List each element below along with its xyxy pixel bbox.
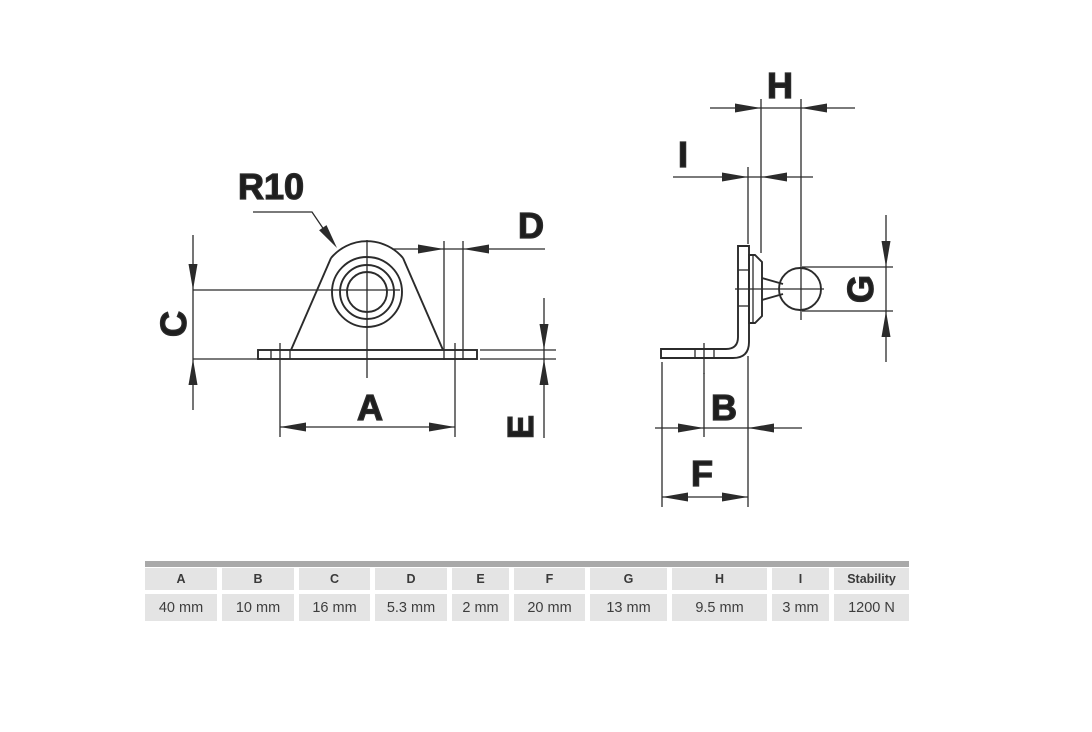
column-value: 16 mm bbox=[299, 594, 370, 621]
dimension-table: A 40 mm B 10 mm C 16 mm D 5.3 mm E 2 mm … bbox=[145, 561, 909, 621]
front-centerlines bbox=[193, 240, 400, 378]
arrowhead bbox=[722, 172, 748, 182]
column-header: Stability bbox=[834, 568, 909, 590]
table-columns: A 40 mm B 10 mm C 16 mm D 5.3 mm E 2 mm … bbox=[145, 568, 909, 621]
foot-hole-ticks bbox=[694, 343, 715, 374]
radius-label: R10 bbox=[238, 166, 304, 207]
radius-callout: R10 bbox=[237, 165, 337, 248]
table-column-h: H 9.5 mm bbox=[672, 568, 767, 621]
dimension-a: A bbox=[279, 343, 456, 437]
column-value: 10 mm bbox=[222, 594, 294, 621]
arrowhead bbox=[188, 359, 198, 385]
right-slant-edge bbox=[402, 257, 444, 351]
dim-label-e: E bbox=[500, 415, 541, 439]
table-column-e: E 2 mm bbox=[452, 568, 509, 621]
dimension-g: G bbox=[802, 215, 893, 362]
dimension-b: B bbox=[655, 356, 802, 507]
dim-label-f: F bbox=[691, 453, 713, 494]
column-value: 2 mm bbox=[452, 594, 509, 621]
dimension-i: I bbox=[673, 133, 813, 244]
arrowhead bbox=[429, 422, 455, 432]
column-header: D bbox=[375, 568, 447, 590]
dim-label-i: I bbox=[678, 134, 688, 175]
dim-label-b: B bbox=[711, 387, 737, 428]
dimension-f: F bbox=[662, 452, 748, 502]
column-value: 3 mm bbox=[772, 594, 829, 621]
column-header: G bbox=[590, 568, 667, 590]
arrowhead bbox=[463, 244, 489, 254]
column-value: 1200 N bbox=[834, 594, 909, 621]
column-value: 20 mm bbox=[514, 594, 585, 621]
front-view: C A D bbox=[152, 165, 556, 440]
plate-hole-lines bbox=[738, 269, 749, 307]
angle-bracket bbox=[660, 245, 750, 359]
arrowhead bbox=[761, 172, 787, 182]
table-column-c: C 16 mm bbox=[299, 568, 370, 621]
column-header: B bbox=[222, 568, 294, 590]
table-column-g: G 13 mm bbox=[590, 568, 667, 621]
table-column-b: B 10 mm bbox=[222, 568, 294, 621]
dim-label-h: H bbox=[767, 65, 793, 106]
dimension-c: C bbox=[152, 235, 262, 410]
flange bbox=[748, 254, 763, 324]
dimension-h: H bbox=[710, 64, 855, 253]
dim-label-d: D bbox=[518, 205, 544, 246]
dimension-e: E bbox=[480, 298, 556, 440]
table-column-a: A 40 mm bbox=[145, 568, 217, 621]
arrowhead bbox=[319, 225, 337, 248]
arrowhead bbox=[722, 492, 748, 502]
left-slant-edge bbox=[290, 257, 332, 351]
table-column-stability: Stability 1200 N bbox=[834, 568, 909, 621]
arrowhead bbox=[662, 492, 688, 502]
column-header: I bbox=[772, 568, 829, 590]
arrowhead bbox=[280, 422, 306, 432]
arrowhead bbox=[418, 244, 444, 254]
arrowhead bbox=[748, 423, 774, 433]
column-value: 13 mm bbox=[590, 594, 667, 621]
column-header: A bbox=[145, 568, 217, 590]
dim-label-g: G bbox=[840, 275, 881, 303]
arrowhead bbox=[539, 359, 549, 385]
dim-label-c: C bbox=[153, 311, 194, 337]
base-slot-ticks bbox=[270, 350, 291, 359]
side-view-outline bbox=[660, 245, 822, 359]
column-value: 9.5 mm bbox=[672, 594, 767, 621]
arrowhead bbox=[801, 103, 827, 113]
table-column-f: F 20 mm bbox=[514, 568, 585, 621]
column-header: H bbox=[672, 568, 767, 590]
technical-drawing: C A D bbox=[152, 64, 893, 507]
arrowhead bbox=[188, 264, 198, 290]
column-header: F bbox=[514, 568, 585, 590]
side-view: H I G bbox=[655, 64, 893, 507]
table-top-bar bbox=[145, 561, 909, 567]
column-value: 5.3 mm bbox=[375, 594, 447, 621]
table-column-i: I 3 mm bbox=[772, 568, 829, 621]
table-column-d: D 5.3 mm bbox=[375, 568, 447, 621]
arrowhead bbox=[735, 103, 761, 113]
arrowhead bbox=[678, 423, 704, 433]
dimension-d: D bbox=[392, 204, 545, 360]
arrowhead bbox=[881, 241, 891, 267]
dim-label-a: A bbox=[357, 387, 383, 428]
column-value: 40 mm bbox=[145, 594, 217, 621]
column-header: C bbox=[299, 568, 370, 590]
arrowhead bbox=[539, 324, 549, 350]
arrowhead bbox=[881, 311, 891, 337]
side-centerlines bbox=[735, 99, 824, 320]
column-header: E bbox=[452, 568, 509, 590]
